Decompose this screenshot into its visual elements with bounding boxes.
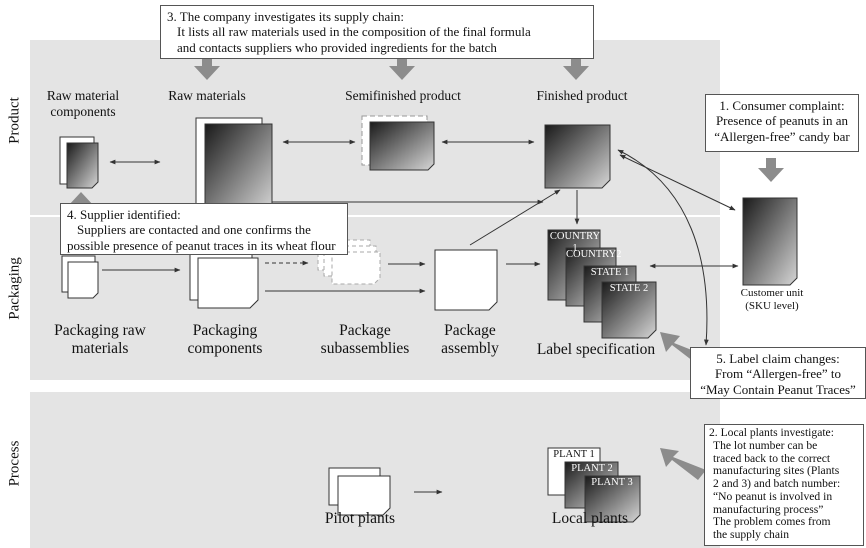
label-specification-label: Label specification [536, 341, 656, 358]
callout-step5-line1: From “Allergen-free” to [714, 366, 842, 382]
callout-step2-line4: 2 and 3) and batch number: [713, 477, 841, 490]
callout-step5: 5. Label claim changes: From “Allergen-f… [690, 347, 866, 399]
callout-step1-title: 1. Consumer complaint: [719, 98, 845, 113]
finished-product-icon [544, 124, 611, 189]
raw-materials-icon [195, 117, 273, 213]
plant-tag-1: PLANT 1 [553, 449, 595, 460]
plant-tag-3: PLANT 3 [591, 477, 633, 488]
label-tag-state-1: STATE 1 [590, 267, 630, 278]
customer-unit-icon [742, 197, 798, 286]
raw-material-components-label: Raw material components [46, 88, 120, 119]
callout-step4-line2: possible presence of peanut traces in it… [67, 237, 336, 253]
packaging-components-label: Packaging components [187, 322, 263, 357]
callout-step1-line1: Presence of peanuts in an [715, 113, 849, 129]
local-plants-icon [547, 447, 641, 523]
raw-materials-label: Raw materials [168, 88, 246, 103]
callout-step2-title: 2. Local plants investigate: [709, 426, 834, 439]
package-subassemblies-label: Package subassemblies [320, 322, 410, 357]
customer-unit-label: Customer unit (SKU level) [722, 287, 822, 312]
semifinished-product-icon [361, 115, 435, 171]
package-assembly-icon [434, 249, 498, 311]
callout-step4-line1: Suppliers are contacted and one confirms… [77, 222, 311, 238]
callout-step4-title: 4. Supplier identified: [67, 207, 181, 222]
label-tag-state-2: STATE 2 [609, 283, 649, 294]
packaging-raw-materials-icon [61, 255, 99, 299]
pilot-plants-label: Pilot plants [324, 510, 396, 527]
callout-step3-title: 3. The company investigates its supply c… [167, 9, 404, 24]
callout-step2-line1: The lot number can be [713, 438, 818, 452]
callout-step2-line5: “No peanut is involved in [713, 489, 833, 503]
packaging-components-icon [189, 251, 259, 309]
package-assembly-label: Package assembly [441, 322, 499, 357]
callout-step3-line1: It lists all raw materials used in the c… [177, 24, 531, 40]
callout-step3-line2: and contacts suppliers who provided ingr… [177, 39, 497, 55]
callout-step2-line2: traced back to the correct [713, 451, 831, 465]
customer-unit-line1: Customer unit [740, 287, 804, 299]
callout-step1: 1. Consumer complaint: Presence of peanu… [705, 94, 859, 152]
label-tag-country-2: COUNTRY2 [566, 249, 622, 260]
semifinished-product-label: Semifinished product [345, 88, 461, 103]
callout-step5-line2: “May Contain Peanut Traces” [700, 381, 856, 397]
raw-material-components-icon [59, 136, 99, 189]
step2-arrow [660, 448, 706, 480]
callout-step3: 3. The company investigates its supply c… [160, 5, 594, 59]
local-plants-label: Local plants [551, 510, 629, 527]
callout-step4: 4. Supplier identified: Suppliers are co… [60, 203, 348, 255]
callout-step5-title: 5. Label claim changes: [716, 351, 840, 366]
label-tag-country-1: COUNTRY 1 [549, 231, 601, 255]
package-subassemblies-icon [317, 239, 381, 285]
finished-product-label: Finished product [536, 88, 628, 103]
plant-tag-2: PLANT 2 [571, 463, 613, 474]
pilot-plants-icon [328, 467, 391, 516]
callout-step2-line6: manufacturing process” [713, 502, 824, 516]
callout-step2: 2. Local plants investigate: The lot num… [704, 424, 864, 546]
callout-step2-line3: manufacturing sites (Plants [713, 464, 840, 478]
callout-step1-line2: “Allergen-free” candy bar [714, 128, 850, 144]
packaging-raw-materials-label: Packaging raw materials [54, 322, 146, 357]
callout-step2-line8: the supply chain [713, 528, 789, 541]
customer-unit-line2: (SKU level) [745, 299, 799, 312]
callout-step2-line7: The problem comes from [713, 515, 831, 529]
